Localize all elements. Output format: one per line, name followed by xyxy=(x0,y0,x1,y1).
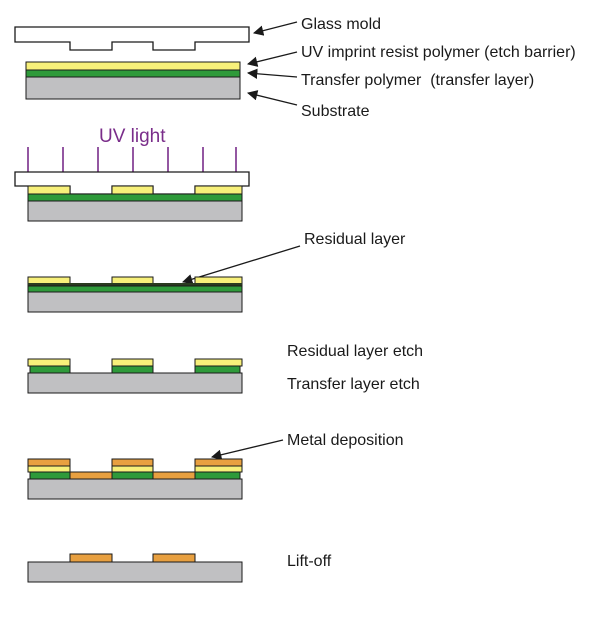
metal-line xyxy=(152,553,196,563)
resist-feature xyxy=(111,358,154,367)
substrate xyxy=(25,76,241,100)
transfer-polymer-label: Transfer polymer (transfer layer) xyxy=(301,72,534,89)
step-4-etch: Residual layer etch Transfer layer etch xyxy=(27,343,423,394)
substrate xyxy=(27,478,243,500)
substrate xyxy=(27,372,243,394)
transfer-feature xyxy=(194,471,241,480)
substrate xyxy=(27,200,243,222)
transfer-feature xyxy=(29,471,71,480)
step-3-residual-layer: Residual layer xyxy=(27,231,406,313)
step-6-lift-off: Lift-off xyxy=(27,553,332,583)
step-5-metal-deposition: Metal deposition xyxy=(27,432,404,500)
transfer-pointer xyxy=(246,68,298,79)
resist-feature xyxy=(27,358,71,367)
step-2-uv-exposure: UV light xyxy=(14,126,250,222)
resist-feature xyxy=(194,185,243,195)
residual-film xyxy=(28,283,242,286)
transfer-feature xyxy=(29,365,71,374)
substrate-label: Substrate xyxy=(301,103,370,120)
transfer-feature xyxy=(111,365,154,374)
transfer-layer xyxy=(27,193,243,202)
substrate xyxy=(27,291,243,313)
transfer-feature xyxy=(111,471,154,480)
metal-on-resist xyxy=(194,458,243,467)
resist-feature xyxy=(111,465,154,473)
resist-layer xyxy=(25,61,241,71)
residual-layer-pointer xyxy=(182,245,301,285)
resist-feature xyxy=(27,185,71,195)
transfer-layer xyxy=(25,69,241,78)
transfer-feature xyxy=(194,365,241,374)
glass-mold-label: Glass mold xyxy=(301,16,381,33)
metal-on-resist xyxy=(111,458,154,467)
resist-feature xyxy=(27,465,71,473)
residual-layer-etch-label: Residual layer etch xyxy=(287,343,423,360)
metal-line xyxy=(69,553,113,563)
resist-pointer xyxy=(246,51,298,67)
residual-layer-label: Residual layer xyxy=(304,231,406,248)
metal-in-trench xyxy=(69,471,113,480)
transfer-layer xyxy=(27,285,243,293)
metal-in-trench xyxy=(152,471,196,480)
uv-light-label: UV light xyxy=(99,126,166,147)
uv-arrows xyxy=(23,147,241,185)
metal-deposition-label: Metal deposition xyxy=(287,432,404,449)
resist-feature xyxy=(194,358,243,367)
metal-deposition-pointer xyxy=(210,439,284,460)
step-1-initial-stack: Glass mold UV imprint resist polymer (et… xyxy=(14,16,576,120)
lift-off-label: Lift-off xyxy=(287,553,332,570)
resist-feature xyxy=(111,185,154,195)
glass-mold-pointer xyxy=(252,21,298,36)
substrate-pointer xyxy=(246,90,298,106)
uv-resist-label: UV imprint resist polymer (etch barrier) xyxy=(301,44,576,61)
glass-mold xyxy=(14,26,250,51)
resist-feature xyxy=(194,465,243,473)
metal-on-resist xyxy=(27,458,71,467)
transfer-layer-etch-label: Transfer layer etch xyxy=(287,376,420,393)
substrate xyxy=(27,561,243,583)
